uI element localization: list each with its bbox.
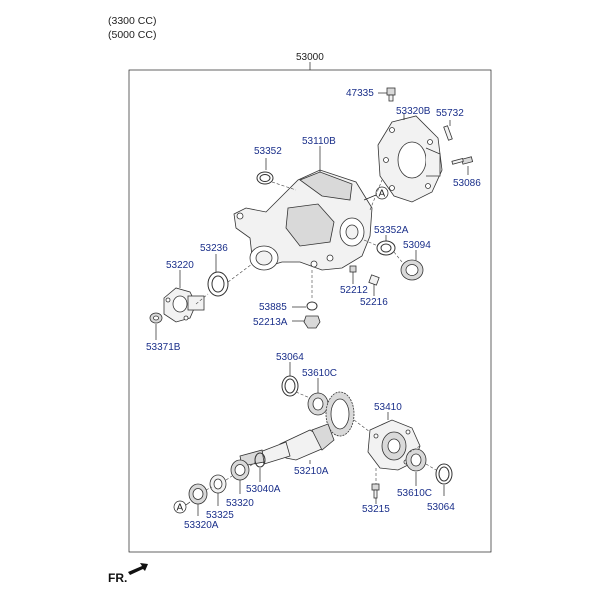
assembly-number: 53000 bbox=[296, 52, 324, 63]
label-53086: 53086 bbox=[453, 178, 481, 189]
label-53320: 53320 bbox=[226, 498, 254, 509]
part-53064-shim-top[interactable] bbox=[281, 375, 299, 397]
part-52212-plug[interactable] bbox=[349, 265, 357, 273]
engine-variant-5000: (5000 CC) bbox=[108, 29, 157, 41]
part-47335-drain-plug[interactable] bbox=[386, 87, 396, 102]
svg-text:A: A bbox=[379, 189, 386, 200]
part-53094-bearing[interactable] bbox=[400, 259, 424, 281]
label-55732: 55732 bbox=[436, 108, 464, 119]
label-53410: 53410 bbox=[374, 402, 402, 413]
front-direction-indicator: FR. bbox=[108, 563, 148, 585]
label-52212: 52212 bbox=[340, 285, 368, 296]
part-53320-bearing[interactable] bbox=[230, 459, 250, 481]
part-53610C-bearing-top[interactable] bbox=[307, 392, 329, 416]
label-52216: 52216 bbox=[360, 297, 388, 308]
part-53352-oil-seal[interactable] bbox=[256, 171, 274, 185]
part-55732-dowel-pin[interactable] bbox=[443, 125, 453, 141]
part-53110B-carrier-housing[interactable] bbox=[233, 169, 373, 271]
reference-mark-a-bottom: A bbox=[173, 500, 187, 514]
label-53610C-top: 53610C bbox=[302, 368, 337, 379]
part-52213A-drain-plug[interactable] bbox=[303, 315, 321, 329]
label-53210A: 53210A bbox=[294, 466, 329, 477]
part-53220-companion-flange[interactable] bbox=[163, 287, 205, 323]
label-53236: 53236 bbox=[200, 243, 228, 254]
label-53320B: 53320B bbox=[396, 106, 431, 117]
label-53110B: 53110B bbox=[302, 136, 336, 147]
svg-text:A: A bbox=[177, 503, 184, 514]
engine-variant-3300: (3300 CC) bbox=[108, 15, 157, 27]
part-53064-shim-bottom[interactable] bbox=[435, 463, 453, 485]
label-53610C-bottom: 53610C bbox=[397, 488, 432, 499]
label-53215: 53215 bbox=[362, 504, 390, 515]
part-53320A-bearing[interactable] bbox=[188, 483, 208, 505]
label-52213A: 52213A bbox=[253, 317, 288, 328]
part-53215-bolt[interactable] bbox=[371, 483, 380, 499]
label-53885: 53885 bbox=[259, 302, 287, 313]
label-53094: 53094 bbox=[403, 240, 431, 251]
label-53352: 53352 bbox=[254, 146, 282, 157]
part-53236-oil-seal[interactable] bbox=[207, 271, 229, 297]
label-53371B: 53371B bbox=[146, 342, 181, 353]
label-53325: 53325 bbox=[206, 510, 234, 521]
label-53352A: 53352A bbox=[374, 225, 409, 236]
label-53320A: 53320A bbox=[184, 520, 219, 531]
label-53064-top: 53064 bbox=[276, 352, 304, 363]
part-53885-washer[interactable] bbox=[306, 301, 318, 311]
label-53040A: 53040A bbox=[246, 484, 281, 495]
part-53040A-spacer[interactable] bbox=[254, 452, 266, 468]
part-52216-washer[interactable] bbox=[368, 274, 380, 286]
part-53610C-bearing-bottom[interactable] bbox=[405, 448, 427, 472]
label-47335: 47335 bbox=[346, 88, 374, 99]
part-53371B-lock-nut[interactable] bbox=[149, 312, 163, 324]
reference-mark-a-top: A bbox=[375, 186, 389, 200]
part-53320B-rear-cover[interactable] bbox=[377, 115, 443, 203]
part-53086-bolt[interactable] bbox=[451, 156, 474, 165]
label-53220: 53220 bbox=[166, 260, 194, 271]
part-53325-bearing-race[interactable] bbox=[209, 474, 227, 494]
svg-text:FR.: FR. bbox=[108, 571, 127, 585]
front-arrow-icon bbox=[128, 563, 148, 575]
label-53064-bottom: 53064 bbox=[427, 502, 455, 513]
part-53352A-oil-seal[interactable] bbox=[376, 240, 396, 256]
